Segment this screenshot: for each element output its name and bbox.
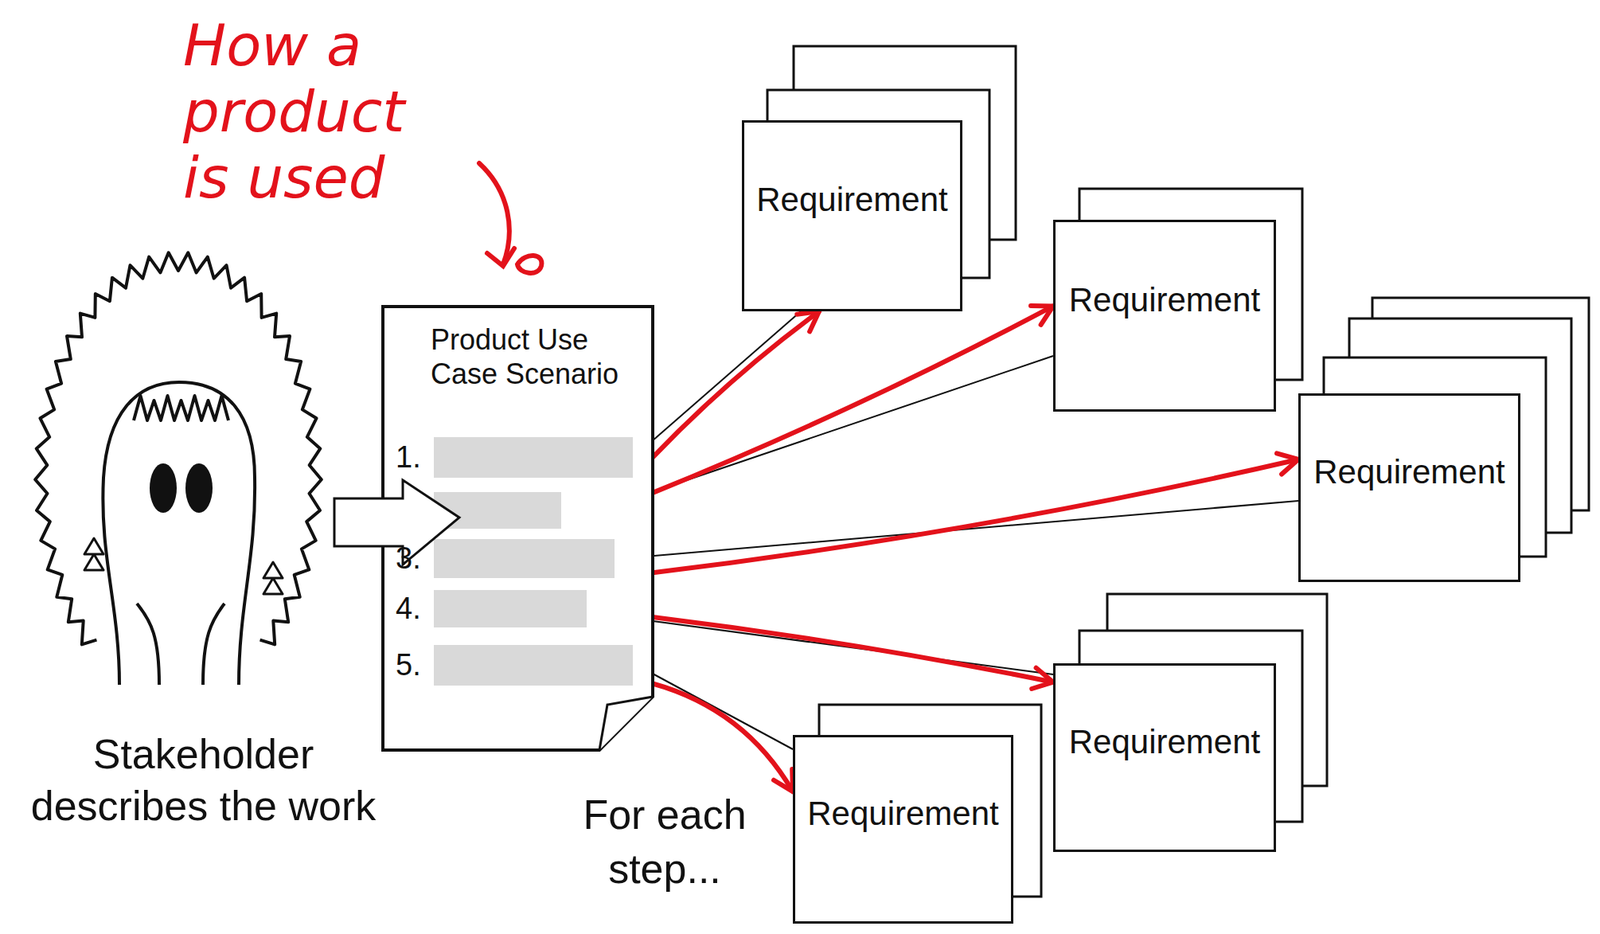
requirement-card: Requirement [1053, 663, 1277, 852]
step-bar [433, 644, 633, 686]
step-bar [433, 437, 633, 478]
red-arrow [652, 616, 1054, 689]
step-number: 3. [395, 538, 433, 578]
stakeholder-figure [35, 252, 322, 685]
annotation-arrow [479, 163, 542, 274]
use-case-document: Product Use Case Scenario 1. 3. 4. 5. [382, 306, 653, 750]
step-bar [433, 538, 615, 578]
step-bar [433, 589, 587, 628]
red-arrow [652, 311, 820, 457]
requirement-card: Requirement [792, 734, 1014, 924]
requirement-text: Requirement [1069, 722, 1261, 761]
step-number: 1. [395, 437, 433, 478]
step-number: 4. [395, 589, 433, 628]
requirement-text: Requirement [756, 180, 948, 219]
requirement-card: Requirement [1053, 219, 1277, 412]
document-title: Product Use Case Scenario [430, 322, 622, 391]
step-number: 5. [395, 644, 433, 686]
requirement-card: Requirement [1298, 393, 1521, 582]
requirement-card: Requirement [741, 120, 963, 312]
handwritten-note: How a product is used [183, 12, 454, 211]
page-fold [599, 696, 653, 750]
red-arrow [652, 452, 1299, 573]
figure-caption: Stakeholder describes the work [6, 728, 401, 832]
step-note: For each step... [569, 788, 761, 896]
red-arrow [652, 305, 1054, 493]
red-arrow [652, 683, 793, 793]
requirement-text: Requirement [1069, 280, 1261, 320]
requirement-text: Requirement [1313, 452, 1505, 492]
requirement-text: Requirement [807, 794, 999, 833]
